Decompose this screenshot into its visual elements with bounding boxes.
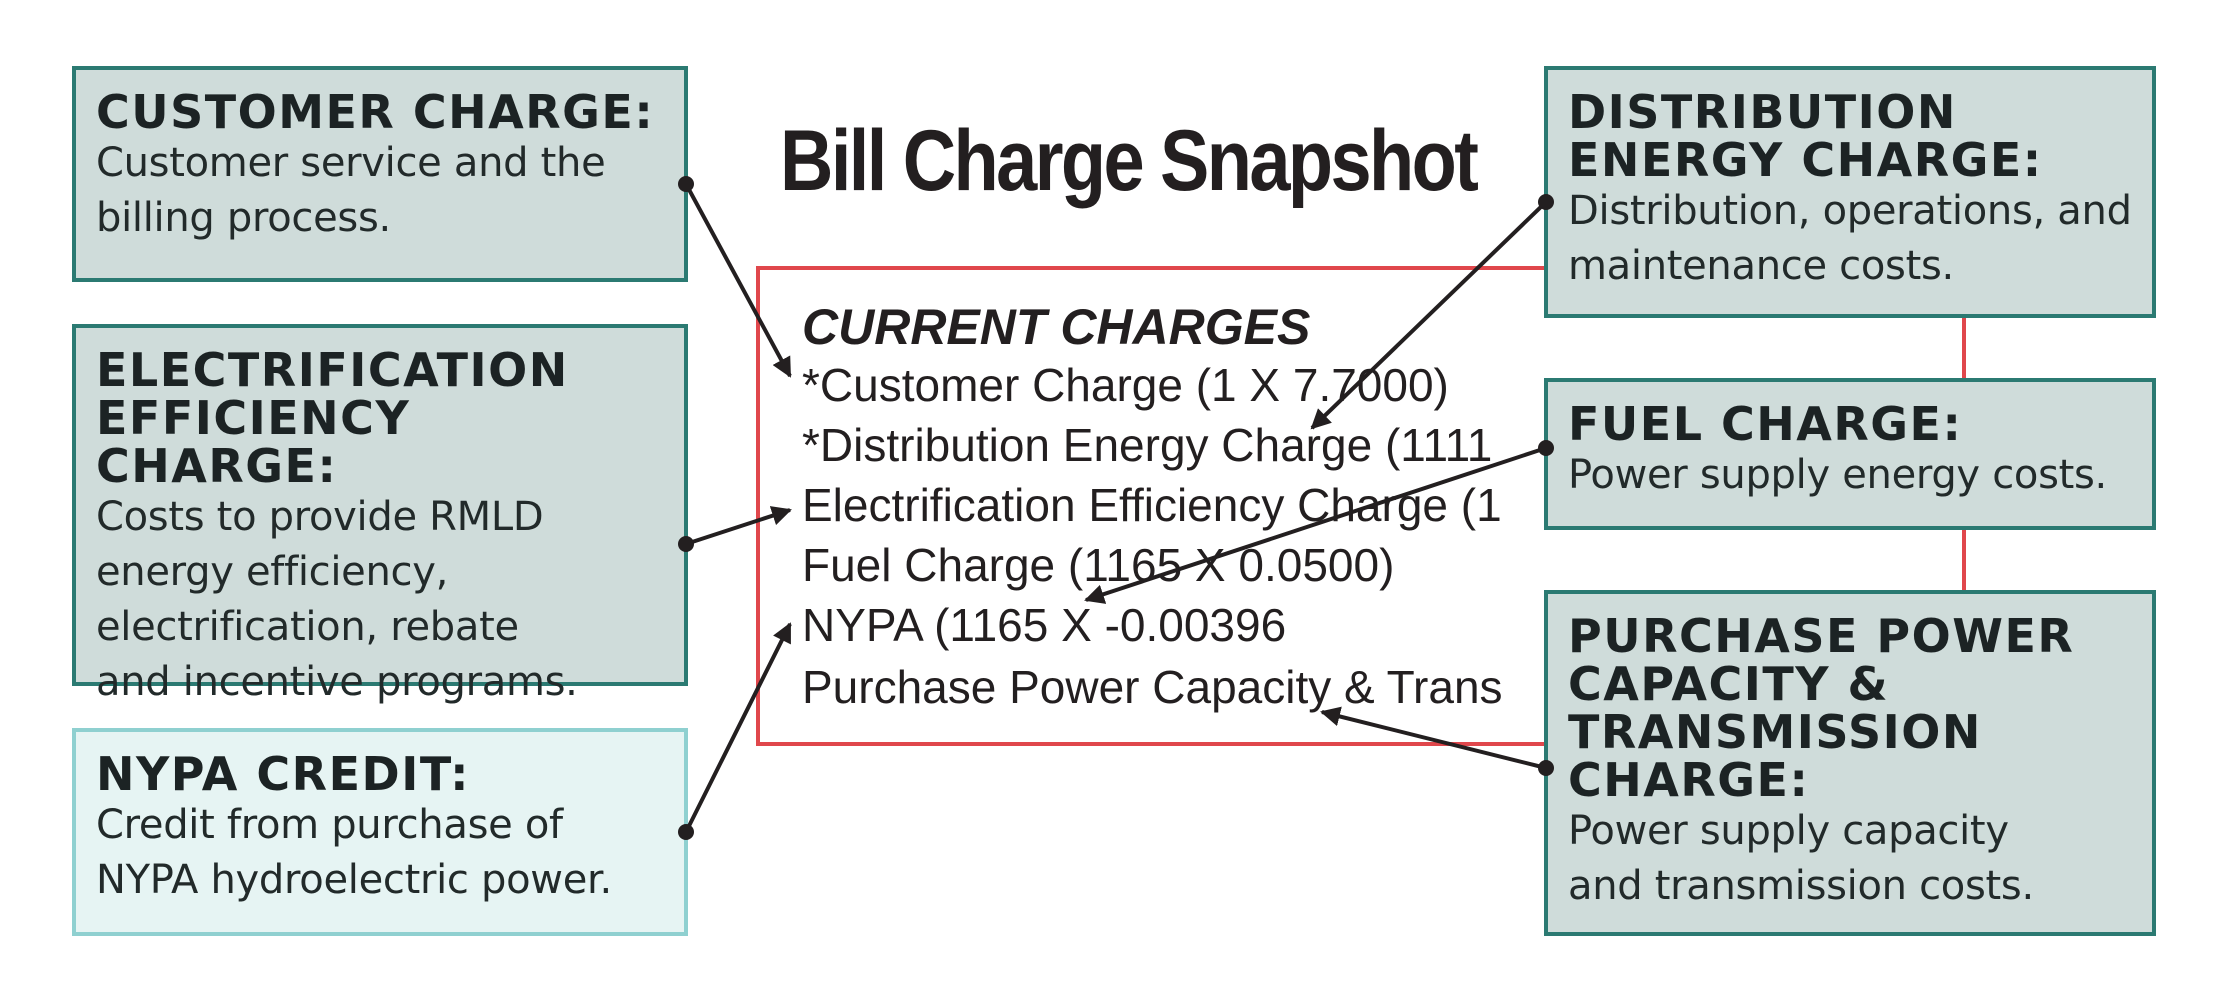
callout-heading: ELECTRIFICATION EFFICIENCY CHARGE: bbox=[96, 343, 569, 493]
callout-fuel-charge: FUEL CHARGE: Power supply energy costs. bbox=[1544, 378, 2156, 530]
arrow-fuel-charge bbox=[1084, 446, 1547, 604]
bill-line-nypa: NYPA (1165 X -0.00396 bbox=[802, 599, 1287, 651]
callout-description: Credit from purchase of NYPA hydroelectr… bbox=[96, 802, 612, 903]
callout-heading: CUSTOMER CHARGE: bbox=[96, 85, 655, 139]
callout-purchase-power-charge: PURCHASE POWER CAPACITY & TRANSMISSION C… bbox=[1544, 590, 2156, 936]
bill-line-electrification: Electrification Efficiency Charge (1 bbox=[802, 479, 1502, 531]
bill-heading: CURRENT CHARGES bbox=[802, 299, 1311, 355]
callout-description: Power supply energy costs. bbox=[1568, 452, 2107, 498]
arrow-start-dot bbox=[678, 824, 694, 840]
arrow-electrification bbox=[685, 506, 792, 546]
callout-description: Distribution, operations, and maintenanc… bbox=[1568, 188, 2132, 289]
callout-customer-charge: CUSTOMER CHARGE: Customer service and th… bbox=[72, 66, 688, 282]
arrow-purchase-power bbox=[1320, 706, 1547, 770]
callout-nypa-credit: NYPA CREDIT: Credit from purchase of NYP… bbox=[72, 728, 688, 936]
callout-heading: FUEL CHARGE: bbox=[1568, 397, 1963, 451]
callout-distribution-energy-charge: DISTRIBUTION ENERGY CHARGE: Distribution… bbox=[1544, 66, 2156, 318]
diagram-title: Bill Charge Snapshot bbox=[780, 113, 1479, 209]
arrow-start-dot bbox=[678, 176, 694, 192]
callout-description: Customer service and the billing process… bbox=[96, 140, 606, 241]
bill-line-fuel-charge: Fuel Charge (1165 X 0.0500) bbox=[802, 539, 1395, 591]
arrow-customer-charge bbox=[684, 183, 792, 378]
arrow-distribution-charge bbox=[1310, 200, 1548, 430]
arrow-start-dot bbox=[1538, 194, 1554, 210]
arrow-nypa-credit bbox=[684, 622, 792, 833]
callout-heading: PURCHASE POWER CAPACITY & TRANSMISSION C… bbox=[1568, 609, 2075, 807]
arrow-start-dot bbox=[1538, 440, 1554, 456]
callout-heading: NYPA CREDIT: bbox=[96, 747, 471, 801]
callout-description: Costs to provide RMLD energy efficiency,… bbox=[96, 494, 578, 705]
arrow-start-dot bbox=[1538, 760, 1554, 776]
callout-heading: DISTRIBUTION ENERGY CHARGE: bbox=[1568, 85, 2043, 187]
bill-line-purchase-power: Purchase Power Capacity & Trans bbox=[802, 661, 1503, 713]
arrow-start-dot bbox=[678, 536, 694, 552]
callout-electrification-efficiency-charge: ELECTRIFICATION EFFICIENCY CHARGE: Costs… bbox=[72, 324, 688, 705]
bill-line-distribution-charge: *Distribution Energy Charge (1111 bbox=[802, 419, 1493, 471]
callout-description: Power supply capacity and transmission c… bbox=[1568, 808, 2034, 909]
